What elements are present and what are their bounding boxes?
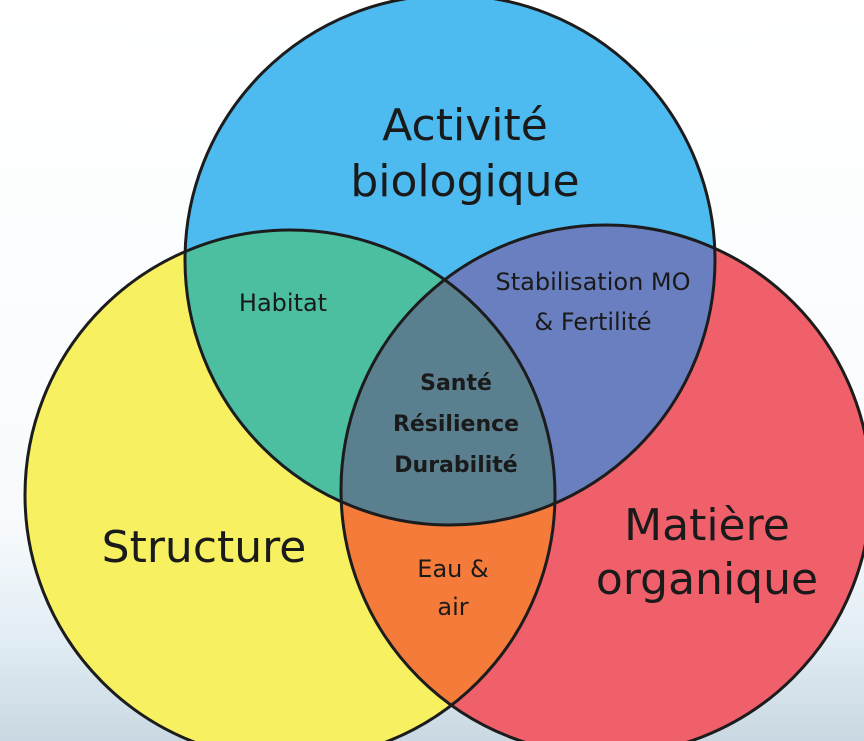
label-matiere: Matière [624, 500, 790, 551]
label-habitat: Habitat [239, 289, 327, 317]
label-air: air [437, 593, 468, 621]
label-eau: Eau & [417, 555, 488, 583]
overlap-center [341, 230, 555, 525]
label-stabilisation-mo: Stabilisation MO [496, 268, 691, 296]
label-resilience: Résilience [393, 412, 519, 437]
label-organique: organique [596, 554, 818, 605]
label-activite: Activité [382, 100, 548, 151]
label-durabilite: Durabilité [394, 453, 517, 478]
outline-top [183, 0, 717, 527]
label-biologique: biologique [350, 156, 579, 207]
label-sante: Santé [420, 371, 492, 396]
label-structure: Structure [102, 522, 307, 573]
outline-left [23, 228, 557, 741]
outline-right [339, 223, 864, 741]
label-fertilite: & Fertilité [534, 308, 651, 336]
